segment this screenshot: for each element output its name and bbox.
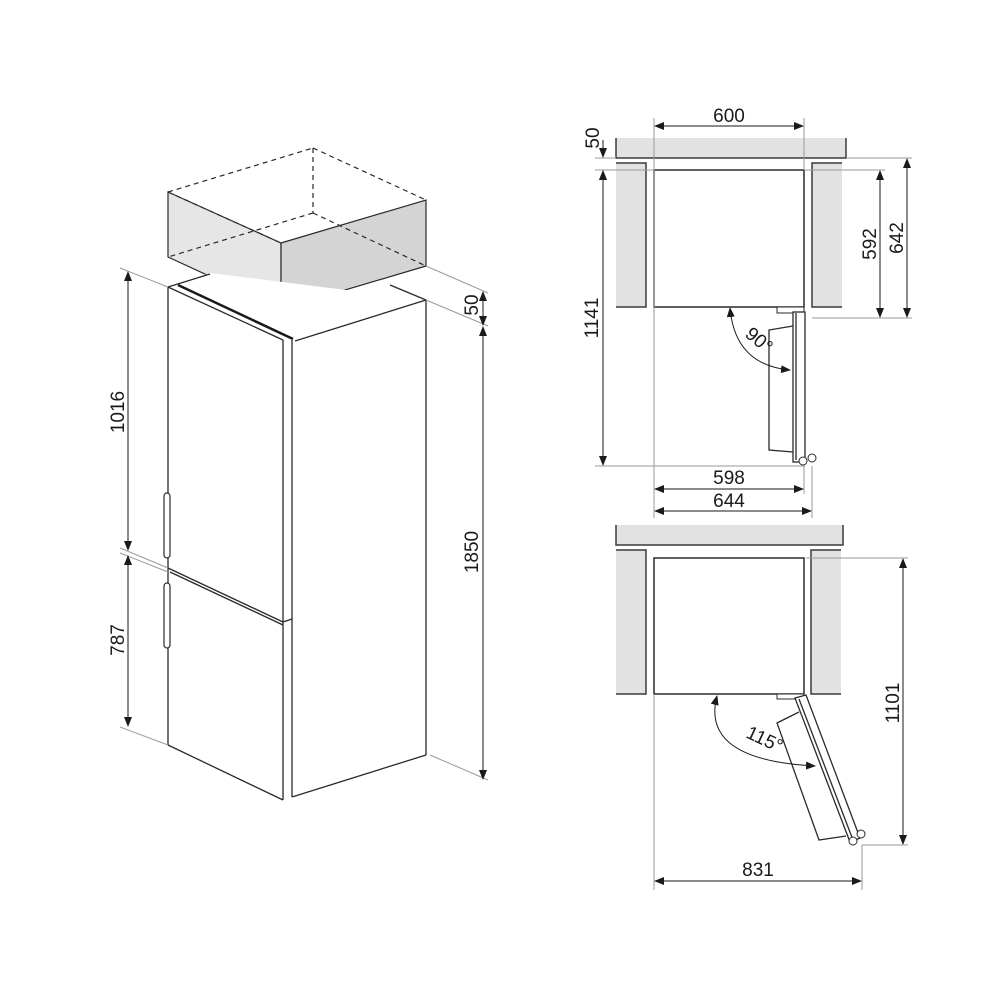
open-door-90	[792, 311, 806, 463]
dim-600-label: 600	[713, 106, 745, 127]
dim-1101-label: 1101	[883, 683, 904, 724]
plan-view-115-degrees: 115° 1101 831	[615, 525, 908, 890]
dim-831-label: 831	[742, 860, 774, 881]
isometric-fridge-view: 1016 787 50 1850	[108, 147, 489, 801]
upper-door-handle	[163, 492, 171, 559]
dim-592-label: 592	[860, 228, 881, 260]
dim-644-label: 644	[713, 491, 745, 512]
angle-90-label: 90°	[741, 324, 777, 359]
open-door-115	[794, 694, 861, 843]
dim-50-plan-label: 50	[583, 127, 604, 148]
fridge-body	[163, 273, 427, 801]
dim-642-label: 642	[887, 222, 908, 254]
angle-115-label: 115°	[743, 722, 786, 757]
dim-1016-label: 1016	[108, 391, 129, 433]
dim-598-label: 598	[713, 468, 745, 489]
dim-1141-label: 1141	[582, 298, 603, 339]
dim-1850-label: 1850	[462, 531, 483, 573]
dim-50-iso-label: 50	[462, 294, 483, 315]
plan-view-90-degrees: 90° 600 50 1141 592 642 598 644	[582, 106, 912, 518]
dim-787-label: 787	[108, 624, 129, 656]
lower-door-handle	[163, 582, 171, 649]
